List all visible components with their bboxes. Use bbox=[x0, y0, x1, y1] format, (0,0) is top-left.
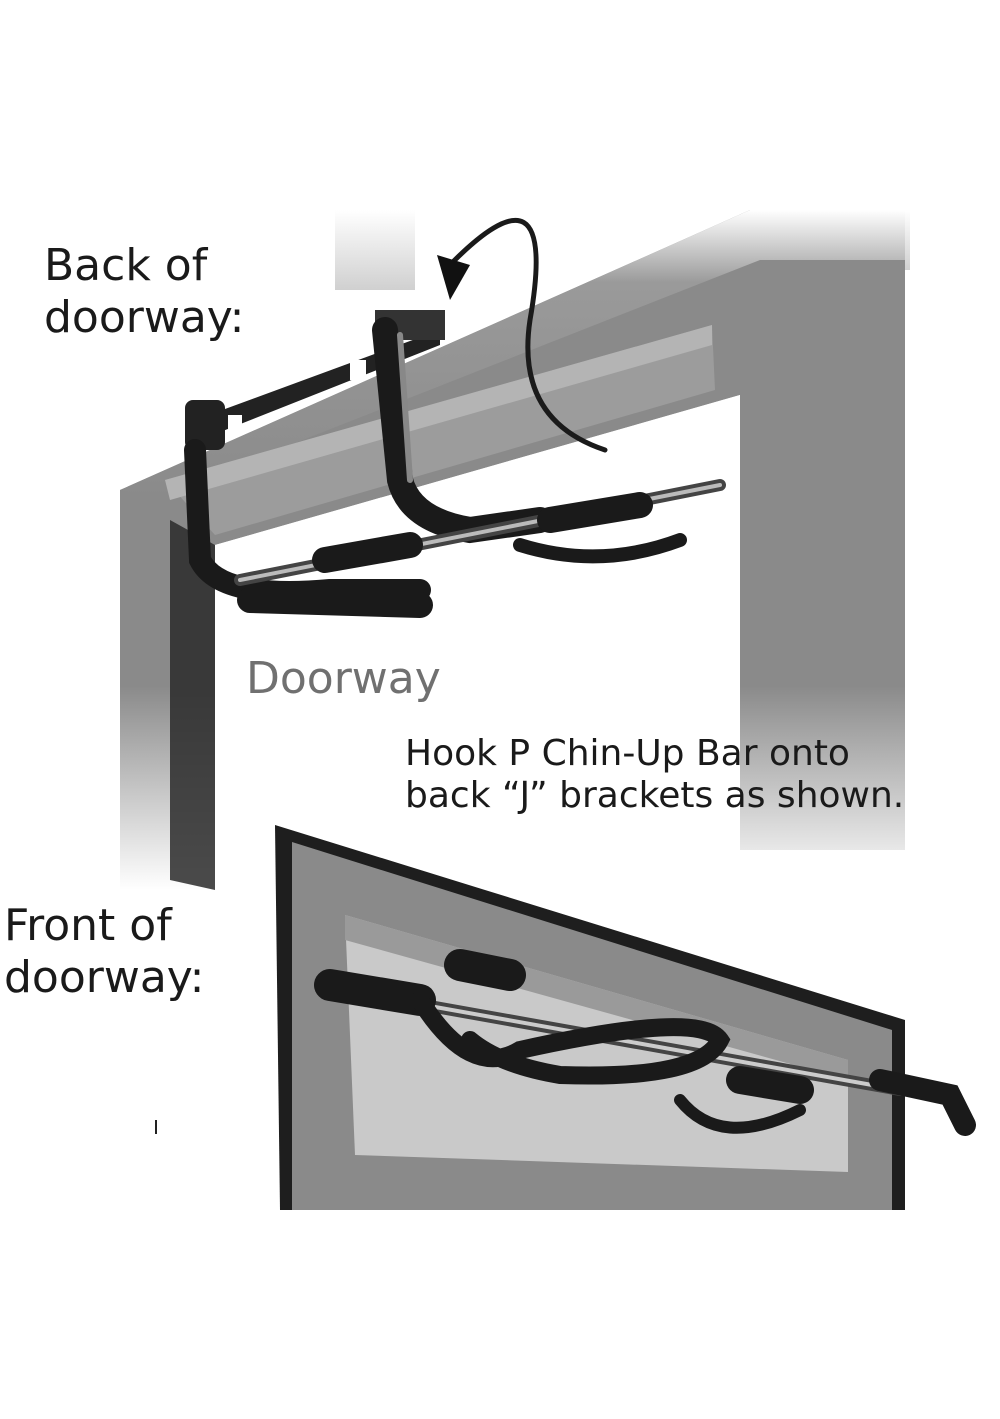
label-line: Back of bbox=[44, 240, 208, 291]
label-line: doorway: bbox=[4, 951, 205, 1003]
back-of-doorway-label: Back of doorway: bbox=[44, 240, 244, 344]
back-bracket-assembly bbox=[184, 217, 726, 618]
front-door-frame bbox=[275, 825, 905, 1210]
tick-mark bbox=[155, 1120, 157, 1134]
doorway-label: Doorway bbox=[246, 653, 441, 704]
wall-post bbox=[335, 210, 415, 290]
label-line: Front of bbox=[4, 900, 172, 951]
instruction-line: back “J” brackets as shown. bbox=[405, 775, 905, 817]
instruction-text: Hook P Chin-Up Bar onto back “J” bracket… bbox=[405, 733, 904, 818]
front-of-doorway-label: Front of doorway: bbox=[4, 900, 204, 1004]
arrow-head-icon bbox=[437, 255, 470, 300]
label-line: doorway: bbox=[44, 291, 245, 343]
front-chin-up-bar bbox=[314, 949, 976, 1136]
instruction-line: Hook P Chin-Up Bar onto bbox=[405, 733, 850, 774]
